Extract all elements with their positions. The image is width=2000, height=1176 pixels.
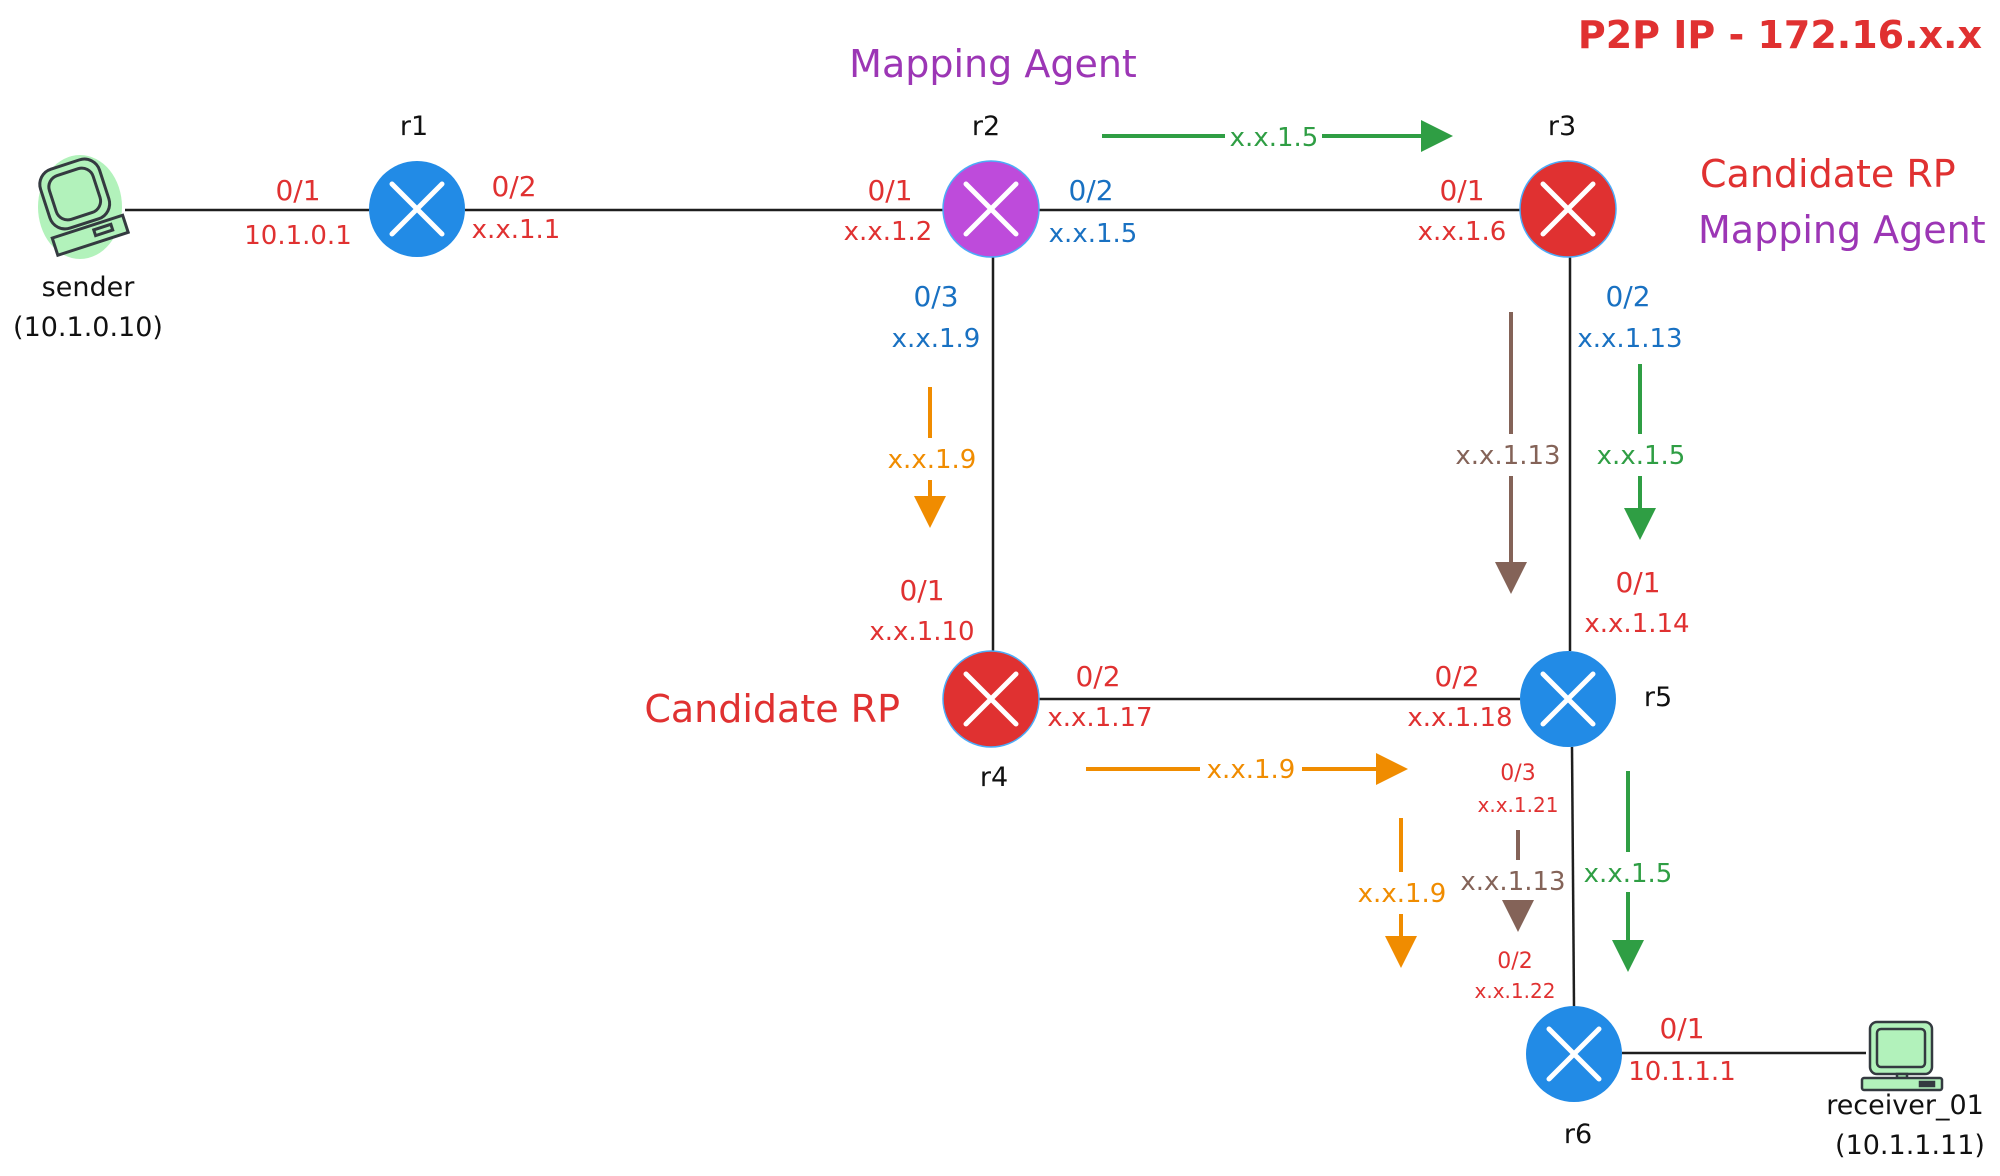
flow-label-r5-r6-brown: x.x.1.13 [1460,867,1565,897]
flow-label-r2-r4: x.x.1.9 [888,445,977,475]
r3-if-02-ip: x.x.1.13 [1577,324,1682,354]
sender-name: sender [42,272,136,303]
r4-name: r4 [980,762,1008,793]
r1-name: r1 [400,111,428,142]
r2-if-02-ip: x.x.1.5 [1049,219,1138,249]
r4-if-02-port: 0/2 [1075,660,1120,693]
r1-if-02-ip: x.x.1.1 [472,215,561,245]
r4-if-01-port: 0/1 [899,574,944,607]
r1-if-01-port: 0/1 [275,174,320,207]
x-cross-icon [1540,181,1596,237]
router-r1[interactable] [369,161,465,257]
computer-icon [38,157,131,258]
r2-if-01-port: 0/1 [867,174,912,207]
r3-if-01-port: 0/1 [1439,174,1484,207]
receiver-name: receiver_01 [1826,1090,1984,1121]
r2-if-02-port: 0/2 [1068,174,1113,207]
x-cross-icon [1546,1026,1602,1082]
r6-if-01-ip: 10.1.1.1 [1628,1057,1736,1087]
x-cross-icon [1540,671,1596,727]
receiver-host[interactable] [1860,1020,1944,1092]
receiver-ip: (10.1.1.11) [1835,1130,1985,1161]
link-r5-r6 [1570,746,1576,1007]
r6-name: r6 [1564,1119,1592,1150]
r3-if-02-port: 0/2 [1605,280,1650,313]
r4-role-label: Candidate RP [644,687,900,731]
router-r6[interactable] [1526,1006,1622,1102]
r1-if-02-port: 0/2 [491,170,536,203]
flow-label-r5-r6-orange: x.x.1.9 [1358,879,1447,909]
flow-label-r3-r5-brown: x.x.1.13 [1455,441,1560,471]
flow-label-r4-r5: x.x.1.9 [1207,755,1296,785]
computer-icon [1860,1020,1944,1092]
r3-if-01-ip: x.x.1.6 [1418,217,1507,247]
router-r4[interactable] [942,650,1040,748]
r6-if-01-port: 0/1 [1659,1012,1704,1045]
r2-name: r2 [972,111,1000,142]
flow-label-r5-r6-green: x.x.1.5 [1584,859,1673,889]
r2-if-03-port: 0/3 [913,280,958,313]
r5-if-03-ip: x.x.1.21 [1478,793,1559,817]
router-r5[interactable] [1520,651,1616,747]
flow-label-r3-r5-green: x.x.1.5 [1597,441,1686,471]
links [125,208,1866,1055]
p2p-ip-title: P2P IP - 172.16.x.x [1578,13,1982,57]
r5-if-03-port: 0/3 [1500,761,1535,786]
router-r3[interactable] [1519,160,1617,258]
r4-if-02-ip: x.x.1.17 [1047,703,1152,733]
r2-role-label: Mapping Agent [849,42,1137,86]
r1-if-01-ip: 10.1.0.1 [244,221,352,251]
r5-if-02-ip: x.x.1.18 [1407,703,1512,733]
x-cross-icon [963,181,1019,237]
r6-if-02-port: 0/2 [1497,949,1532,974]
r5-if-02-port: 0/2 [1434,660,1479,693]
r5-if-01-ip: x.x.1.14 [1584,609,1689,639]
r3-role-candidate-rp: Candidate RP [1700,152,1956,196]
x-cross-icon [389,181,445,237]
r3-name: r3 [1548,111,1576,142]
r2-if-01-ip: x.x.1.2 [844,217,933,247]
x-cross-icon [963,671,1019,727]
flow-labels: x.x.1.5 x.x.1.9 x.x.1.13 x.x.1.5 x.x.1.9… [888,123,1686,909]
router-r2[interactable] [942,160,1040,258]
r3-role-mapping-agent: Mapping Agent [1698,208,1986,252]
flow-arrows [914,120,1656,972]
r5-if-01-port: 0/1 [1615,566,1660,599]
r5-name: r5 [1644,682,1672,713]
r4-if-01-ip: x.x.1.10 [869,617,974,647]
sender-ip: (10.1.0.10) [13,312,163,343]
flow-label-r2-r3: x.x.1.5 [1230,123,1319,153]
interface-labels: 0/1 10.1.0.1 0/2 x.x.1.1 0/1 x.x.1.2 0/2… [244,170,1736,1087]
r6-if-02-ip: x.x.1.22 [1475,979,1556,1003]
r2-if-03-ip: x.x.1.9 [892,324,981,354]
sender-host[interactable] [32,152,131,259]
